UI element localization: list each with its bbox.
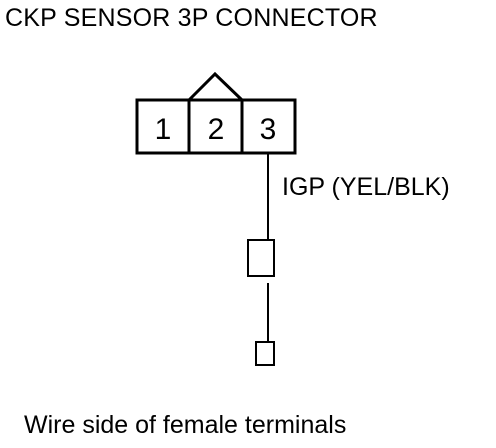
- lower-terminal: [255, 341, 275, 366]
- pin-2-label: 2: [208, 113, 225, 146]
- connector-housing: [135, 98, 297, 155]
- igp-wire-label: IGP (YEL/BLK): [282, 173, 450, 201]
- upper-terminal: [247, 239, 275, 277]
- connector-lock-tab: [187, 71, 244, 102]
- pin-3-label: 3: [260, 113, 277, 146]
- diagram-title: CKP SENSOR 3P CONNECTOR: [5, 4, 378, 32]
- pin-1-label: 1: [155, 113, 172, 146]
- diagram-caption: Wire side of female terminals: [24, 411, 347, 439]
